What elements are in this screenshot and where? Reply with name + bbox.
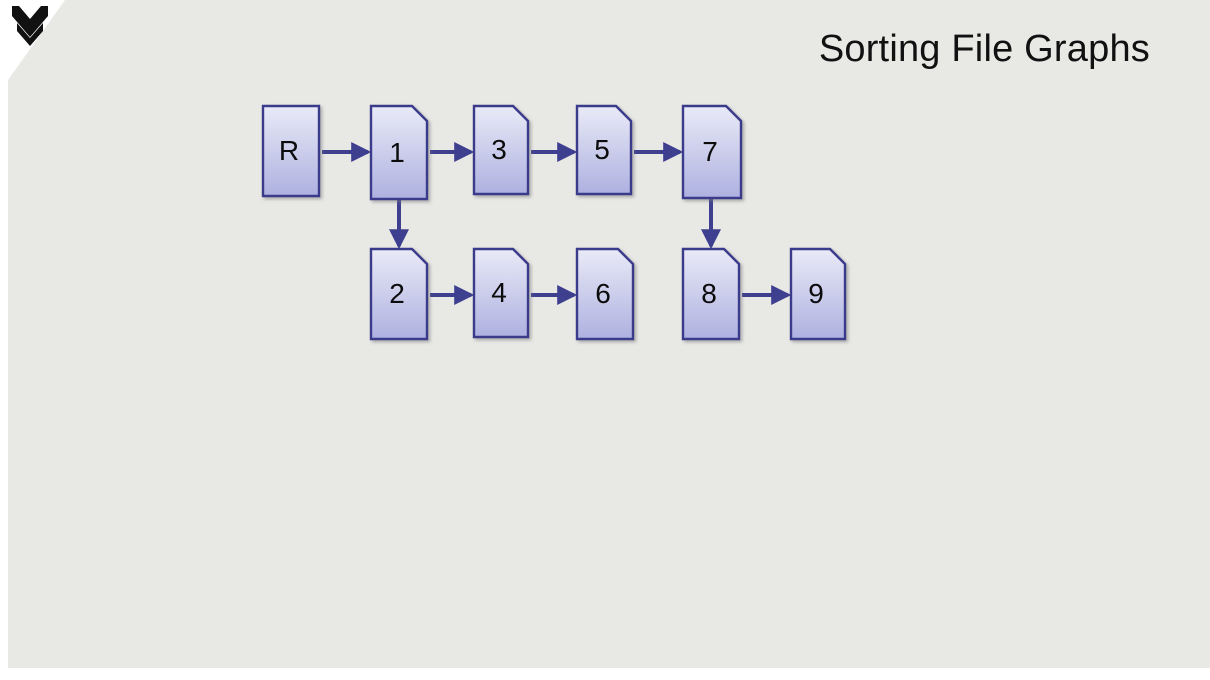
page-title: Sorting File Graphs (818, 28, 1150, 70)
graph-node-1[interactable]: 1 (369, 104, 429, 201)
graph-node-6[interactable]: 6 (575, 247, 635, 341)
graph-node-9[interactable]: 9 (789, 247, 847, 341)
graph-node-3[interactable]: 3 (472, 104, 530, 196)
graph-node-2[interactable]: 2 (369, 247, 429, 341)
graph-node-8[interactable]: 8 (681, 247, 741, 341)
graph-node-r[interactable]: R (261, 104, 321, 198)
double-chevron-logo (9, 3, 51, 51)
graph-node-5[interactable]: 5 (575, 104, 633, 196)
graph-node-4[interactable]: 4 (472, 247, 530, 339)
graph-node-7[interactable]: 7 (681, 104, 743, 200)
